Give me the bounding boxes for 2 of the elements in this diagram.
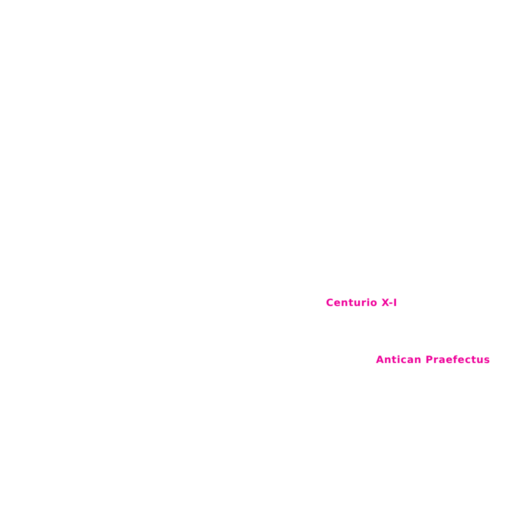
map-label: Antican Praefectus [376,355,490,367]
map-label: Centurio X-I [326,298,398,310]
